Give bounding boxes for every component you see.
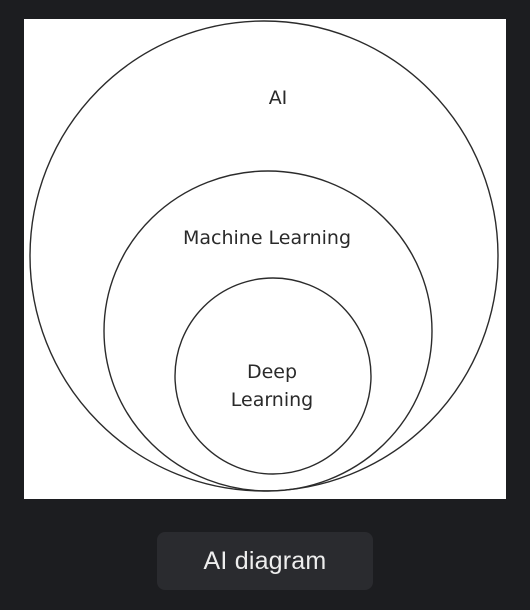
ring-deep-learning — [174, 277, 372, 475]
label-deep-learning-line1: Deep — [247, 361, 297, 383]
label-ai: AI — [269, 87, 288, 109]
caption-text: AI diagram — [203, 546, 327, 575]
label-deep-learning-line2: Learning — [231, 389, 314, 411]
ring-machine-learning — [103, 170, 433, 492]
ring-ai — [29, 20, 499, 492]
venn-diagram: AI Machine Learning Deep Learning — [29, 20, 499, 492]
label-machine-learning: Machine Learning — [183, 227, 351, 249]
caption-chip: AI diagram — [157, 532, 373, 590]
diagram-image[interactable]: AI Machine Learning Deep Learning — [24, 19, 506, 499]
